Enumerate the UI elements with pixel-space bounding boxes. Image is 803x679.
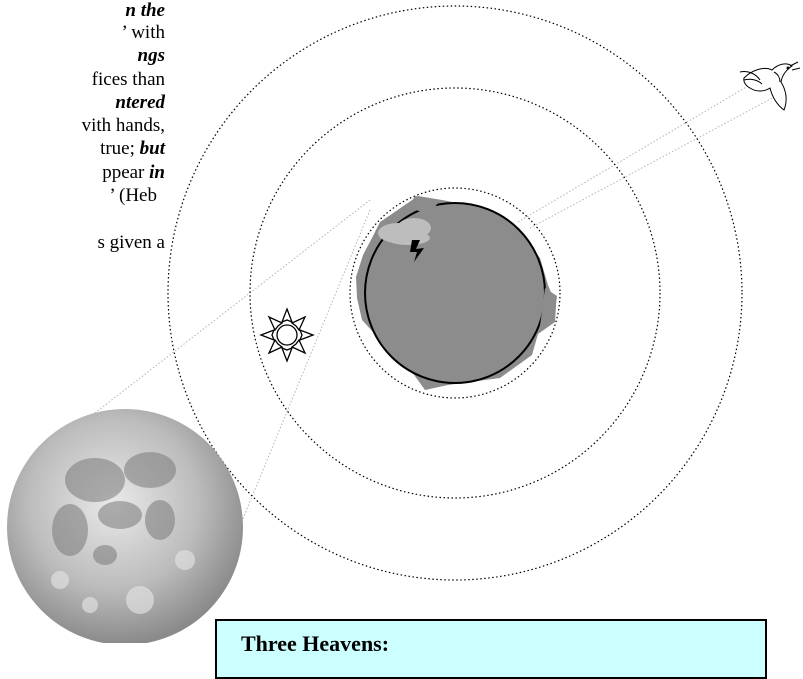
sightline-moon-upper — [59, 199, 371, 441]
text-line-5: ntered — [115, 92, 165, 113]
lightning-icon — [410, 240, 424, 262]
moon-image — [7, 409, 243, 643]
sightline-dove-upper — [517, 85, 749, 223]
three-heavens-caption-box: Three Heavens: — [215, 619, 767, 679]
sight-lines — [59, 85, 779, 556]
text-line-6: vith hands, — [81, 115, 165, 136]
text-line-7-regular: true; — [100, 138, 140, 159]
text-line-10: s given a — [97, 232, 165, 253]
text-line-2: ’ with — [121, 22, 165, 43]
earth-landmass-overlay-2 — [540, 288, 557, 326]
three-heavens-diagram — [7, 5, 801, 643]
sightline-moon-lower — [227, 209, 371, 556]
caption-title: Three Heavens: — [241, 631, 390, 656]
heaven-rings — [167, 5, 743, 581]
first-heaven-ring — [349, 187, 561, 399]
dove-icon — [739, 61, 801, 111]
cloud-icon — [378, 218, 431, 245]
text-line-4: fices than — [91, 69, 165, 90]
text-line-8-emphasis: in — [149, 162, 165, 183]
sightline-dove-lower — [529, 94, 779, 229]
earth-landmass-overlay — [408, 196, 440, 214]
text-line-7: true; but — [100, 138, 165, 160]
text-line-9: ’ (Heb — [109, 185, 157, 206]
sun-icon — [259, 307, 315, 363]
text-line-8-regular: ppear — [102, 162, 150, 183]
third-heaven-ring — [167, 5, 743, 581]
second-heaven-ring — [249, 87, 661, 499]
text-line-7-emphasis: but — [139, 138, 165, 159]
text-line-3: ngs — [137, 45, 165, 66]
text-line-1: n the — [125, 0, 165, 21]
text-line-8: ppear in — [102, 162, 165, 184]
